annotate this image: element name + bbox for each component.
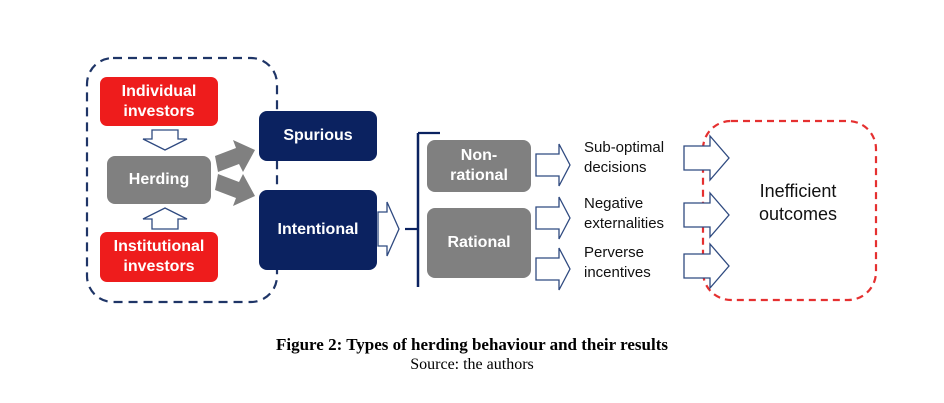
figure-source: Source: the authors — [410, 356, 534, 373]
institutional-investors-box: Institutional investors — [100, 232, 218, 282]
arrow-to-sub-optimal-icon — [535, 143, 571, 187]
outcome-border — [701, 119, 878, 302]
institutional-investors-label: Institutional investors — [113, 238, 205, 275]
non-rational-label: Non-rational — [450, 147, 508, 184]
rational-box: Rational — [427, 208, 531, 278]
arrow-down-icon — [142, 129, 188, 151]
investors-group-border — [85, 56, 279, 304]
arrow-externalities-to-outcome-icon — [683, 191, 730, 239]
herding-box: Herding — [107, 156, 211, 204]
intentional-box: Intentional — [259, 190, 377, 270]
arrow-to-negative-externalities-icon — [535, 196, 571, 240]
rational-label: Rational — [447, 234, 511, 251]
arrow-incentives-to-outcome-icon — [683, 242, 730, 290]
herding-label: Herding — [128, 171, 190, 188]
negative-externalities-label: Negative externalities — [584, 195, 665, 232]
non-rational-box: Non-rational — [427, 140, 531, 192]
perverse-incentives-label: Perverse incentives — [584, 244, 651, 281]
spurious-label: Spurious — [283, 127, 353, 144]
individual-investors-box: Individual investors — [100, 77, 218, 126]
arrow-to-spurious-icon — [215, 140, 255, 172]
sub-optimal-label: Sub-optimal decisions — [584, 139, 665, 176]
inefficient-outcomes-label: Inefficient outcomes — [758, 181, 838, 224]
arrow-up-icon — [142, 207, 188, 230]
arrow-to-perverse-incentives-icon — [535, 247, 571, 291]
spurious-box: Spurious — [259, 111, 377, 161]
figure-caption: Figure 2: Types of herding behaviour and… — [276, 335, 668, 354]
intentional-label: Intentional — [277, 221, 359, 238]
arrow-sub-optimal-to-outcome-icon — [683, 134, 730, 182]
arrow-to-intentional-icon — [215, 174, 255, 206]
arrow-to-bracket-icon — [377, 201, 400, 257]
individual-investors-label: Individual investors — [121, 82, 197, 120]
